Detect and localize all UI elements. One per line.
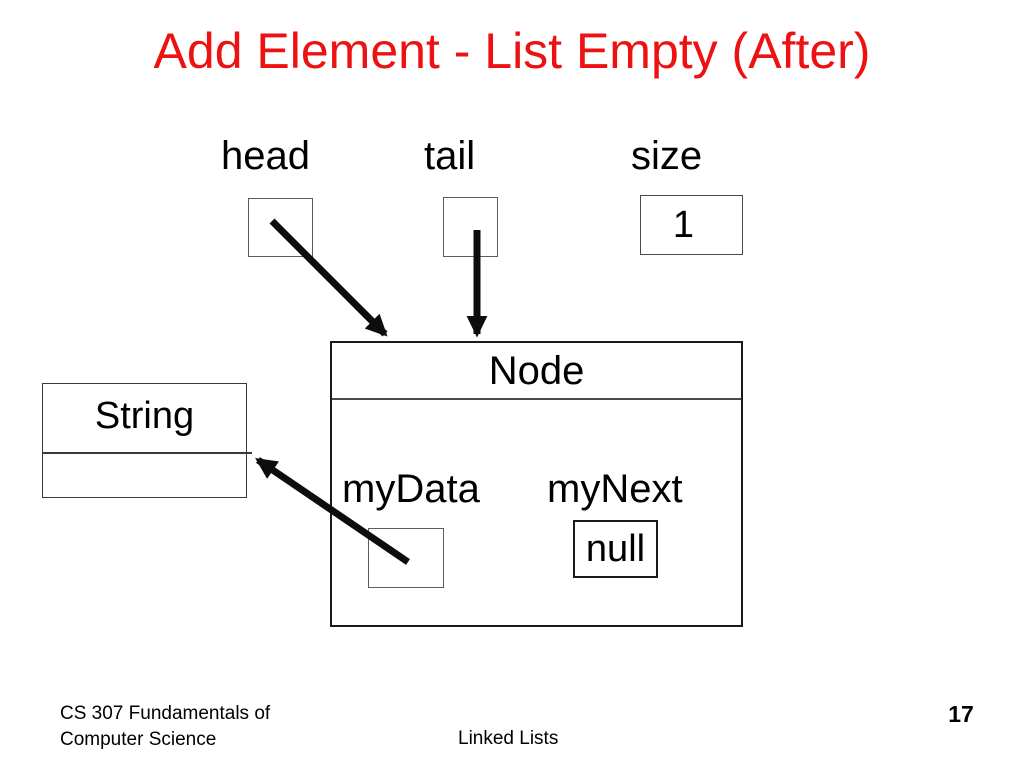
footer-course-line2: Computer Science bbox=[60, 729, 217, 750]
head-label: head bbox=[221, 134, 310, 178]
footer-course-line1: CS 307 Fundamentals of bbox=[60, 703, 271, 724]
mynext-value-box: null bbox=[573, 520, 658, 578]
footer-section: Linked Lists bbox=[458, 728, 559, 749]
tail-label: tail bbox=[424, 134, 476, 178]
slide-title: Add Element - List Empty (After) bbox=[153, 23, 871, 79]
size-value: 1 bbox=[672, 203, 695, 246]
mynext-value: null bbox=[585, 527, 646, 570]
size-value-box: 1 bbox=[640, 195, 743, 255]
string-object-box: String bbox=[42, 383, 252, 498]
node-object-box: Node myData myNext null bbox=[330, 341, 743, 627]
node-title: Node bbox=[332, 343, 741, 400]
tail-pointer-box bbox=[443, 197, 498, 257]
mynext-field-label: myNext bbox=[547, 467, 683, 511]
page-number: 17 bbox=[948, 701, 974, 727]
mydata-pointer-box bbox=[368, 528, 444, 588]
footer-course: CS 307 Fundamentals of Computer Science bbox=[60, 701, 270, 753]
string-box-divider bbox=[42, 452, 252, 454]
mydata-field-label: myData bbox=[342, 467, 480, 511]
string-object-title: String bbox=[94, 395, 195, 437]
size-label: size bbox=[631, 134, 703, 178]
head-pointer-box bbox=[248, 198, 313, 257]
